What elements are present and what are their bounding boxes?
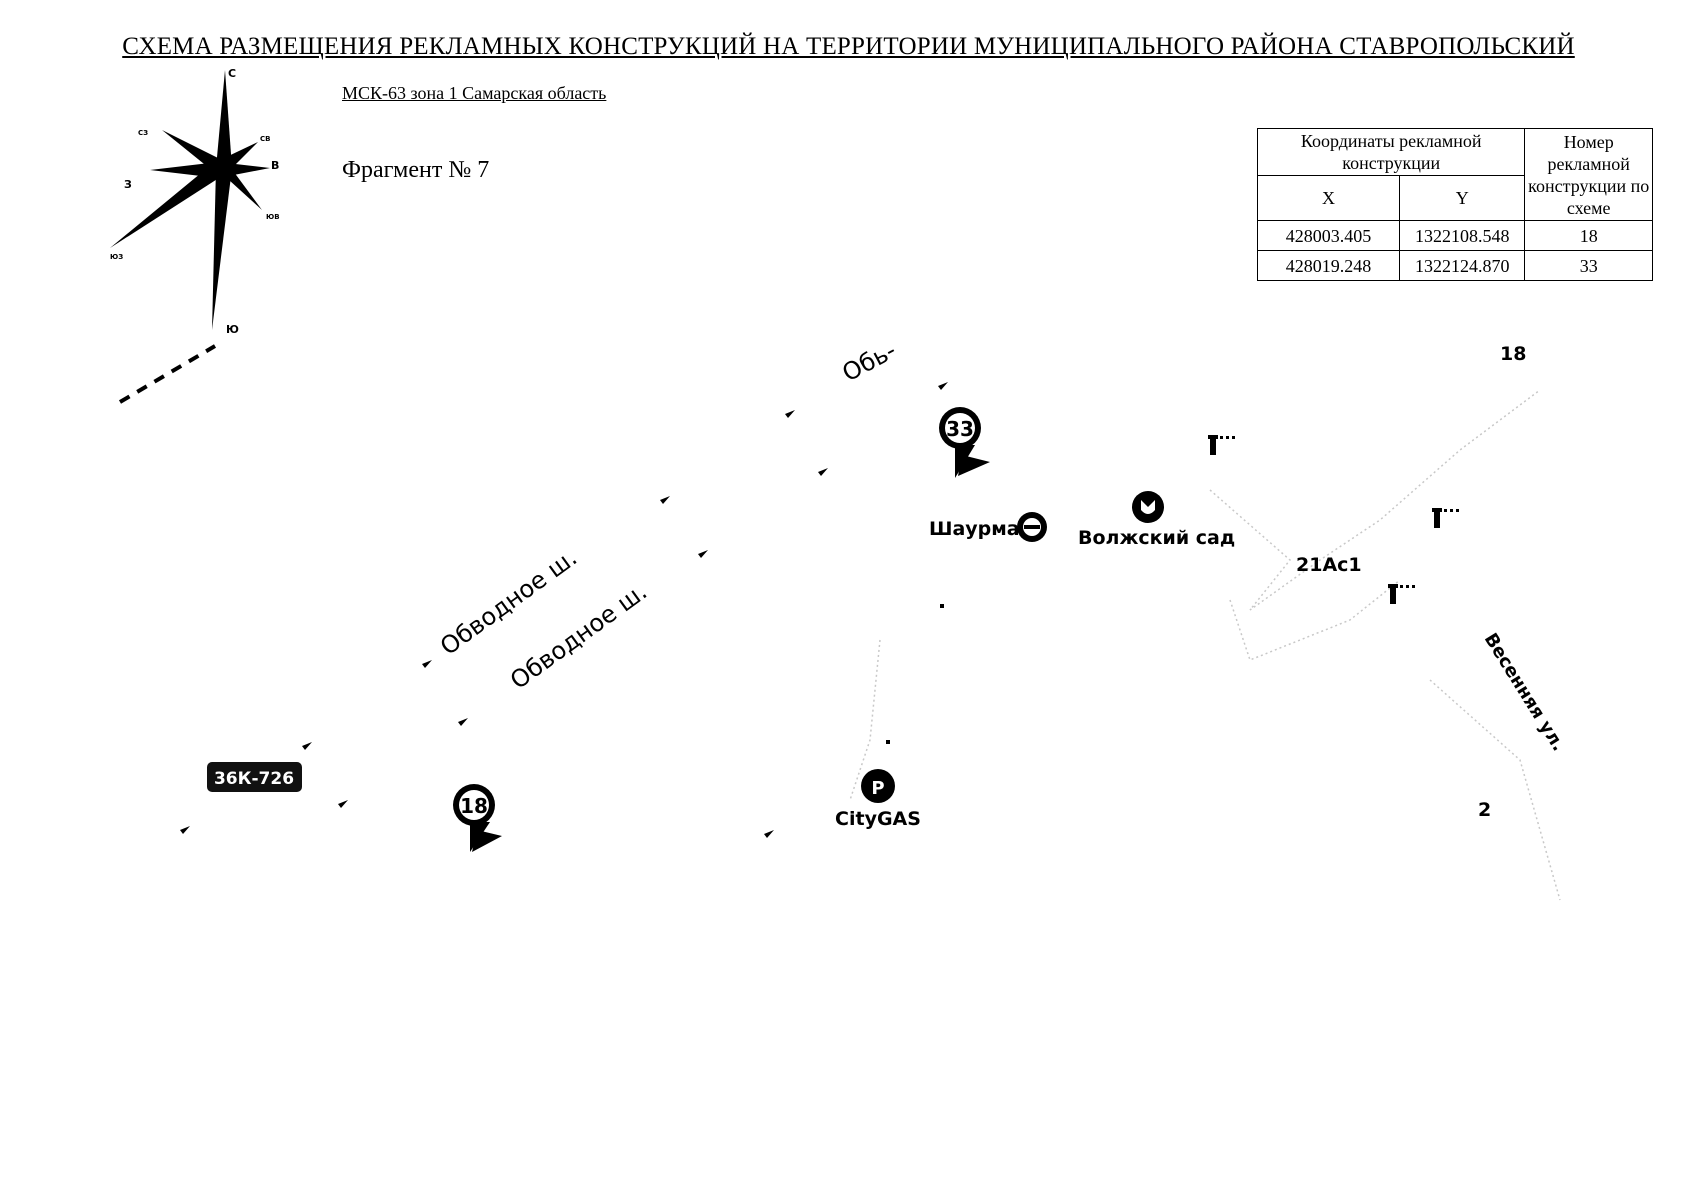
compass-n: С [228,67,236,80]
road-badge-text: 36К-726 [214,769,294,789]
building-marker-icon [1208,435,1235,455]
ad-marker-33[interactable]: 33 [939,407,990,478]
coord-header: Координаты рекламной конструкции [1256,128,1526,176]
row-y: 1322124.870 [1398,250,1526,281]
faint-map-details [849,389,1561,901]
y-header: Y [1398,175,1526,221]
building-21ac1-label: 21Ас1 [1296,554,1362,576]
road-arrows-upper [180,382,948,834]
page-title: СХЕМА РАЗМЕЩЕНИЯ РЕКЛАМНЫХ КОНСТРУКЦИЙ Н… [122,33,1575,60]
table-row: 428003.405 1322108.548 18 [1257,220,1653,251]
marker-33-label: 33 [946,417,974,441]
poi-shaurma-label: Шаурма [929,518,1020,540]
food-icon [1017,512,1047,542]
compass-nw: СЗ [138,129,148,137]
house-number-2: 2 [1478,799,1491,821]
building-marker-icon [1388,584,1415,604]
coordinates-table: Координаты рекламной конструкции Номер р… [1256,128,1653,281]
compass-e: В [271,159,279,172]
poi-volzhsky-label: Волжский сад [1078,527,1235,549]
x-header: X [1257,175,1400,221]
coordinate-system-label: МСК-63 зона 1 Самарская область [342,83,607,103]
garden-icon [1132,491,1164,523]
gas-station-icon: P [861,769,895,803]
fragment-label: Фрагмент № 7 [342,157,490,183]
street-vesennyaya-label: Весенняя ул. [1480,630,1569,755]
row-num: 33 [1524,250,1653,281]
svg-text:P: P [871,778,884,799]
building-marker-icon [1432,508,1459,528]
compass-s: Ю [226,323,239,336]
number-header: Номер рекламной конструкции по схеме [1524,128,1653,221]
row-x: 428019.248 [1257,250,1400,281]
road-badge: 36К-726 [207,762,302,792]
compass-w: З [124,178,132,191]
table-row: 428019.248 1322124.870 33 [1257,250,1653,281]
row-y: 1322108.548 [1398,220,1526,251]
poi-citygas-label: CityGAS [835,808,921,830]
compass-se: ЮВ [266,213,280,221]
boundary-line [118,344,217,404]
road-arrows-lower [338,468,944,838]
road-label-top: Обь- [838,336,901,387]
compass-ne: СВ [260,135,270,143]
compass-sw: ЮЗ [110,253,123,261]
ad-marker-18[interactable]: 18 [453,784,502,852]
house-number-18: 18 [1500,343,1526,365]
compass-rose-icon: С Ю З В СЗ СВ ЮВ ЮЗ [110,67,280,336]
row-num: 18 [1524,220,1653,251]
marker-18-label: 18 [460,794,488,818]
